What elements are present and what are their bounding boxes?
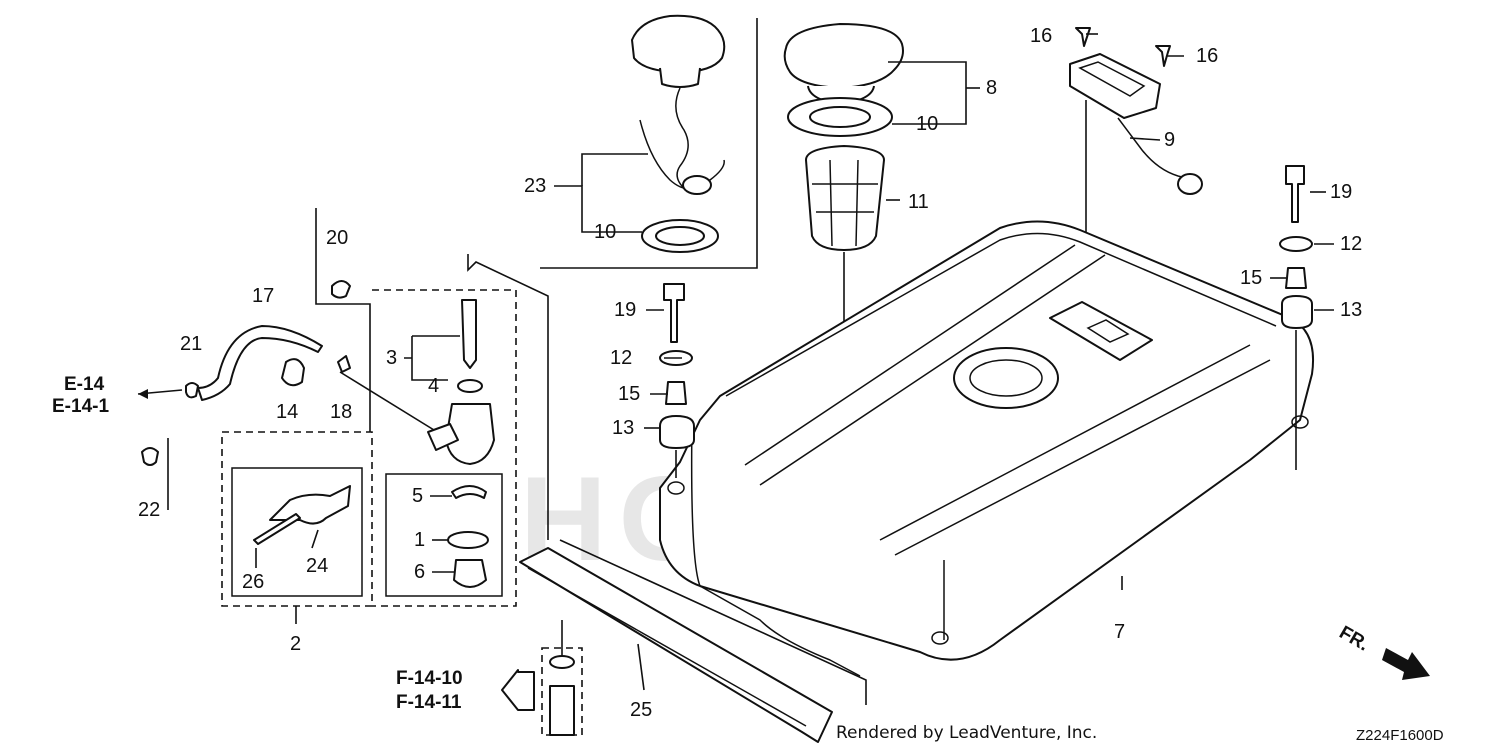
label-21: 21 xyxy=(180,333,202,355)
label-2: 2 xyxy=(290,633,301,655)
left-collar-icon xyxy=(665,381,687,405)
tube-clip-icon xyxy=(281,358,305,387)
fuel-cock-gasket-icon xyxy=(447,531,489,549)
label-15-a: 15 xyxy=(1240,267,1262,289)
leader-lines xyxy=(255,33,1334,691)
right-bolt-icon xyxy=(1285,165,1305,223)
ref-e14: E-14 xyxy=(64,374,105,395)
gauge-screw-left-icon xyxy=(1075,27,1091,47)
filler-cap-group xyxy=(783,23,1001,363)
label-8: 8 xyxy=(986,77,997,99)
fuel-cock-cup-icon xyxy=(453,559,487,588)
label-16-a: 16 xyxy=(1030,25,1052,47)
label-13-b: 13 xyxy=(612,417,634,439)
label-3: 3 xyxy=(386,347,397,369)
tethered-cap-icon xyxy=(631,14,726,73)
fuel-cock-group xyxy=(221,289,517,624)
fuel-cap-strap-group xyxy=(540,14,758,269)
clip-20-icon xyxy=(331,280,351,299)
label-16-b: 16 xyxy=(1196,45,1218,67)
tank-band-icon xyxy=(519,547,833,743)
clip-18-icon xyxy=(337,355,351,373)
fuel-cock-oring-icon xyxy=(457,379,483,393)
label-12-b: 12 xyxy=(610,347,632,369)
fuel-cock-lever-icon xyxy=(269,485,351,525)
fuel-cock-packing-icon xyxy=(451,485,487,499)
right-grommet-icon xyxy=(1281,295,1313,329)
label-17: 17 xyxy=(252,285,274,307)
label-6: 6 xyxy=(414,561,425,583)
label-19-a: 19 xyxy=(1330,181,1352,203)
fuel-tube-group xyxy=(137,208,435,510)
right-mount-group xyxy=(1279,165,1313,470)
label-26: 26 xyxy=(242,571,264,593)
ref-f14-10: F-14-10 xyxy=(396,668,463,689)
label-20: 20 xyxy=(326,227,348,249)
strainer-icon xyxy=(805,145,885,251)
clip-22-icon xyxy=(141,447,159,466)
label-11: 11 xyxy=(908,191,929,213)
label-25: 25 xyxy=(630,699,652,721)
lever-screw-icon xyxy=(253,513,301,545)
label-12-a: 12 xyxy=(1340,233,1362,255)
label-24: 24 xyxy=(306,555,328,577)
label-13-a: 13 xyxy=(1340,299,1362,321)
reference-arrow-icon xyxy=(501,669,535,711)
lower-tube-icon xyxy=(549,685,575,736)
front-direction-arrow xyxy=(1382,648,1430,680)
right-collar-icon xyxy=(1285,267,1307,289)
label-10-a: 10 xyxy=(594,221,616,243)
left-grommet-icon xyxy=(659,415,695,449)
reference-lines xyxy=(467,254,867,705)
front-label: FR. xyxy=(1336,622,1373,655)
tank-band-group xyxy=(519,547,833,743)
label-5: 5 xyxy=(412,485,423,507)
gauge-mount-plate xyxy=(1049,301,1153,361)
label-9: 9 xyxy=(1164,129,1175,151)
right-washer-icon xyxy=(1279,236,1313,252)
render-credit: Rendered by LeadVenture, Inc. xyxy=(836,723,1097,743)
label-7: 7 xyxy=(1114,621,1125,643)
ref-e14-1: E-14-1 xyxy=(52,396,109,417)
label-18: 18 xyxy=(330,401,352,423)
label-10-b: 10 xyxy=(916,113,938,135)
clip-21-icon xyxy=(185,382,199,399)
part-labels: 23 10 8 10 11 16 16 9 19 12 15 13 19 12 … xyxy=(138,25,1362,721)
fuel-filler-neck xyxy=(953,347,1059,409)
filler-cap-icon xyxy=(783,23,904,89)
label-23: 23 xyxy=(524,175,546,197)
ref-f14-11: F-14-11 xyxy=(396,692,462,713)
label-14: 14 xyxy=(276,401,298,423)
fuel-tube-icon xyxy=(197,325,323,401)
label-1: 1 xyxy=(414,529,425,551)
label-19-b: 19 xyxy=(614,299,636,321)
gauge-screw-right-icon xyxy=(1155,45,1171,67)
lower-tube-group xyxy=(501,620,583,736)
left-bolt-icon xyxy=(663,283,685,343)
fuel-tank xyxy=(659,220,1314,677)
diagram-code: Z224F1600D xyxy=(1356,727,1444,744)
fuel-gauge-icon xyxy=(1069,53,1161,119)
fuel-cock-body-icon xyxy=(445,403,495,465)
label-22: 22 xyxy=(138,499,160,521)
fuel-cock-strainer-icon xyxy=(461,299,477,369)
label-4: 4 xyxy=(428,375,439,397)
label-15-b: 15 xyxy=(618,383,640,405)
